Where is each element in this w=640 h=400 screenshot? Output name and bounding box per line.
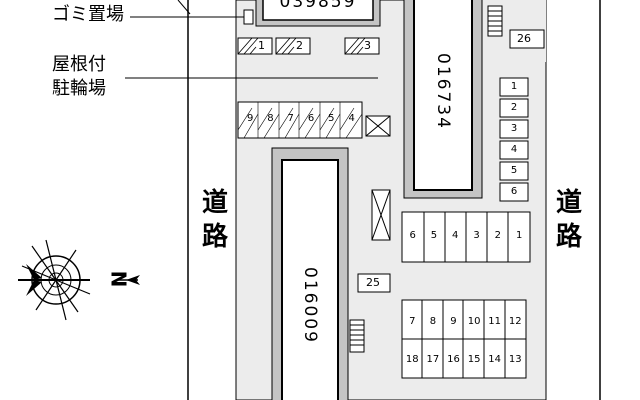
parking-slot-label: 17	[426, 354, 440, 365]
parking-slot-label: 9	[450, 316, 457, 327]
parking-slot-label: 5	[510, 165, 518, 176]
bike-parking	[237, 101, 363, 139]
bike-row-labels: 9 8 7 6 5 4	[240, 113, 362, 124]
parking-slot-label: 1	[515, 230, 523, 241]
grid-row2-labels: 18 17 16 15 14 13	[402, 354, 526, 365]
leader-garbage-diag	[177, 0, 191, 15]
parking-25-box	[357, 273, 391, 293]
parking-top-row	[237, 37, 380, 55]
bike-slot-label: 6	[307, 113, 315, 124]
parking-right-column	[499, 77, 529, 202]
parking-slot-label: 11	[488, 316, 502, 327]
bike-slot-label: 4	[348, 113, 355, 124]
cross-box-middle	[371, 189, 391, 241]
right-column-labels: 1 2 3 4 5 6	[500, 78, 528, 204]
bike-parking-hatch	[237, 102, 363, 139]
parking-slot-label: 4	[452, 230, 459, 241]
parking-slot-label: 6	[510, 186, 518, 197]
stair-hatch-bottom	[349, 319, 365, 353]
building-center-inner	[281, 159, 339, 400]
bike-slot-label: 5	[328, 113, 335, 124]
cross-box-top	[365, 115, 391, 137]
parking-label-top-2: 2	[296, 39, 303, 52]
parking-slot-label: 8	[429, 316, 437, 327]
road-right-char1: 道	[555, 188, 582, 218]
parking-slot-label: 3	[473, 230, 480, 241]
bike-parking-label-line1: 屋根付	[52, 54, 106, 75]
parking-slot-label: 6	[409, 230, 416, 241]
parking-grid	[401, 299, 527, 379]
parking-label-25: 25	[366, 276, 380, 289]
parking-label-top-3: 3	[364, 39, 371, 52]
middle-row-labels: 6 5 4 3 2 1	[402, 230, 530, 241]
road-left-char2: 路	[201, 222, 228, 252]
parking-slot-label: 3	[510, 123, 518, 134]
bike-parking-label-line2: 駐輪場	[52, 78, 106, 99]
parking-slot-label: 7	[409, 316, 416, 327]
parking-slot-label: 18	[405, 354, 419, 365]
stair-hatch-top	[487, 5, 503, 37]
parking-slot-label: 14	[488, 354, 502, 365]
parking-label-top-1: 1	[258, 39, 265, 52]
parking-slot-label: 1	[510, 81, 518, 92]
grid-row1-labels: 7 8 9 10 11 12	[402, 316, 526, 327]
building-top-inner	[262, 0, 374, 21]
compass	[18, 239, 140, 321]
garbage-box	[243, 9, 254, 25]
parking-slot-label: 2	[494, 230, 502, 241]
building-right-inner	[413, 0, 473, 191]
bike-slot-label: 7	[287, 113, 294, 124]
parking-slot-label: 2	[510, 102, 518, 113]
parking-slot-label: 10	[467, 316, 481, 327]
building-right-code: 016734	[433, 52, 453, 130]
parking-label-26: 26	[517, 32, 531, 45]
compass-n-label: N	[106, 270, 131, 288]
road-left-char1: 道	[201, 188, 228, 218]
parking-slot-label: 4	[510, 144, 518, 155]
building-top-code: 039859	[279, 0, 357, 12]
parking-slot-label: 15	[467, 354, 481, 365]
parking-26-box	[509, 29, 545, 49]
building-center-code: 016009	[300, 266, 320, 344]
garbage-label: ゴミ置場	[52, 4, 124, 25]
parking-slot-label: 5	[430, 230, 438, 241]
road-right-char2: 路	[555, 222, 582, 252]
parking-slot-label: 12	[508, 316, 522, 327]
bike-slot-label: 9	[246, 113, 254, 124]
parking-slot-label: 13	[508, 354, 522, 365]
bike-slot-label: 8	[267, 113, 274, 124]
parking-slot-label: 16	[447, 354, 460, 365]
parking-middle-row	[401, 211, 531, 263]
